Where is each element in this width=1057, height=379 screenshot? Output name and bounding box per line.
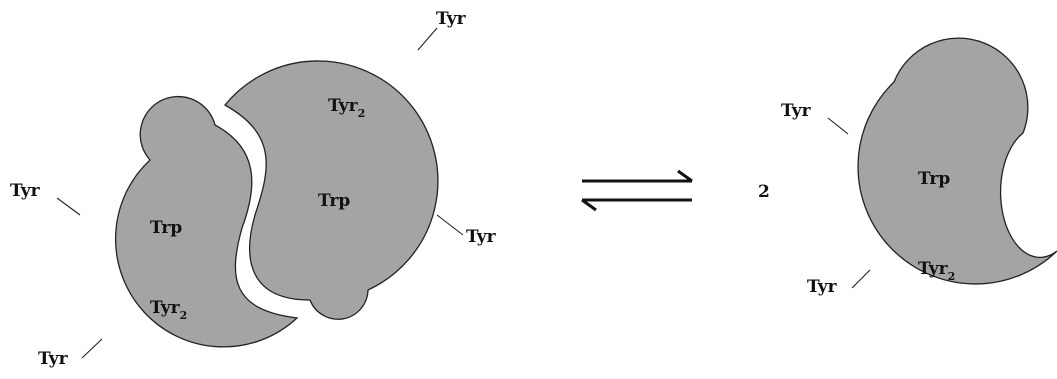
forward-arrow xyxy=(582,171,692,181)
tyr2-subscript: 2 xyxy=(358,107,366,120)
dimer-tyr-label-top: Tyr xyxy=(436,9,467,29)
tyr2-base: Tyr xyxy=(918,259,949,279)
monomer-tyr-label-bottom: Tyr xyxy=(807,277,838,297)
leader-line-dimer-top xyxy=(418,28,437,50)
tyr2-base: Tyr xyxy=(328,96,359,116)
dimer-tyr-label-left: Tyr xyxy=(10,181,41,201)
reverse-arrow xyxy=(582,200,692,210)
stoichiometry-coefficient: 2 xyxy=(758,182,770,202)
dimer-tyr-label-right: Tyr xyxy=(466,227,497,247)
leader-line-dimer-right xyxy=(437,215,463,235)
dimer-upper-trp-label: Trp xyxy=(318,191,350,211)
equilibrium-arrows xyxy=(582,171,692,210)
tyr2-subscript: 2 xyxy=(180,309,188,322)
monomer-trp-label: Trp xyxy=(918,169,950,189)
monomer-tyr-label-top: Tyr xyxy=(781,101,812,121)
leader-line-dimer-left xyxy=(57,198,80,215)
tyr2-subscript: 2 xyxy=(948,270,956,283)
dimer-tyr-label-bottom: Tyr xyxy=(38,349,69,369)
leader-line-monomer-bottom xyxy=(852,270,870,288)
dimer-lower-trp-label: Trp xyxy=(150,218,182,238)
leader-line-dimer-bottom xyxy=(82,339,102,358)
monomer-protein xyxy=(858,38,1057,284)
tyr2-base: Tyr xyxy=(150,298,181,318)
leader-line-monomer-top xyxy=(828,118,848,134)
